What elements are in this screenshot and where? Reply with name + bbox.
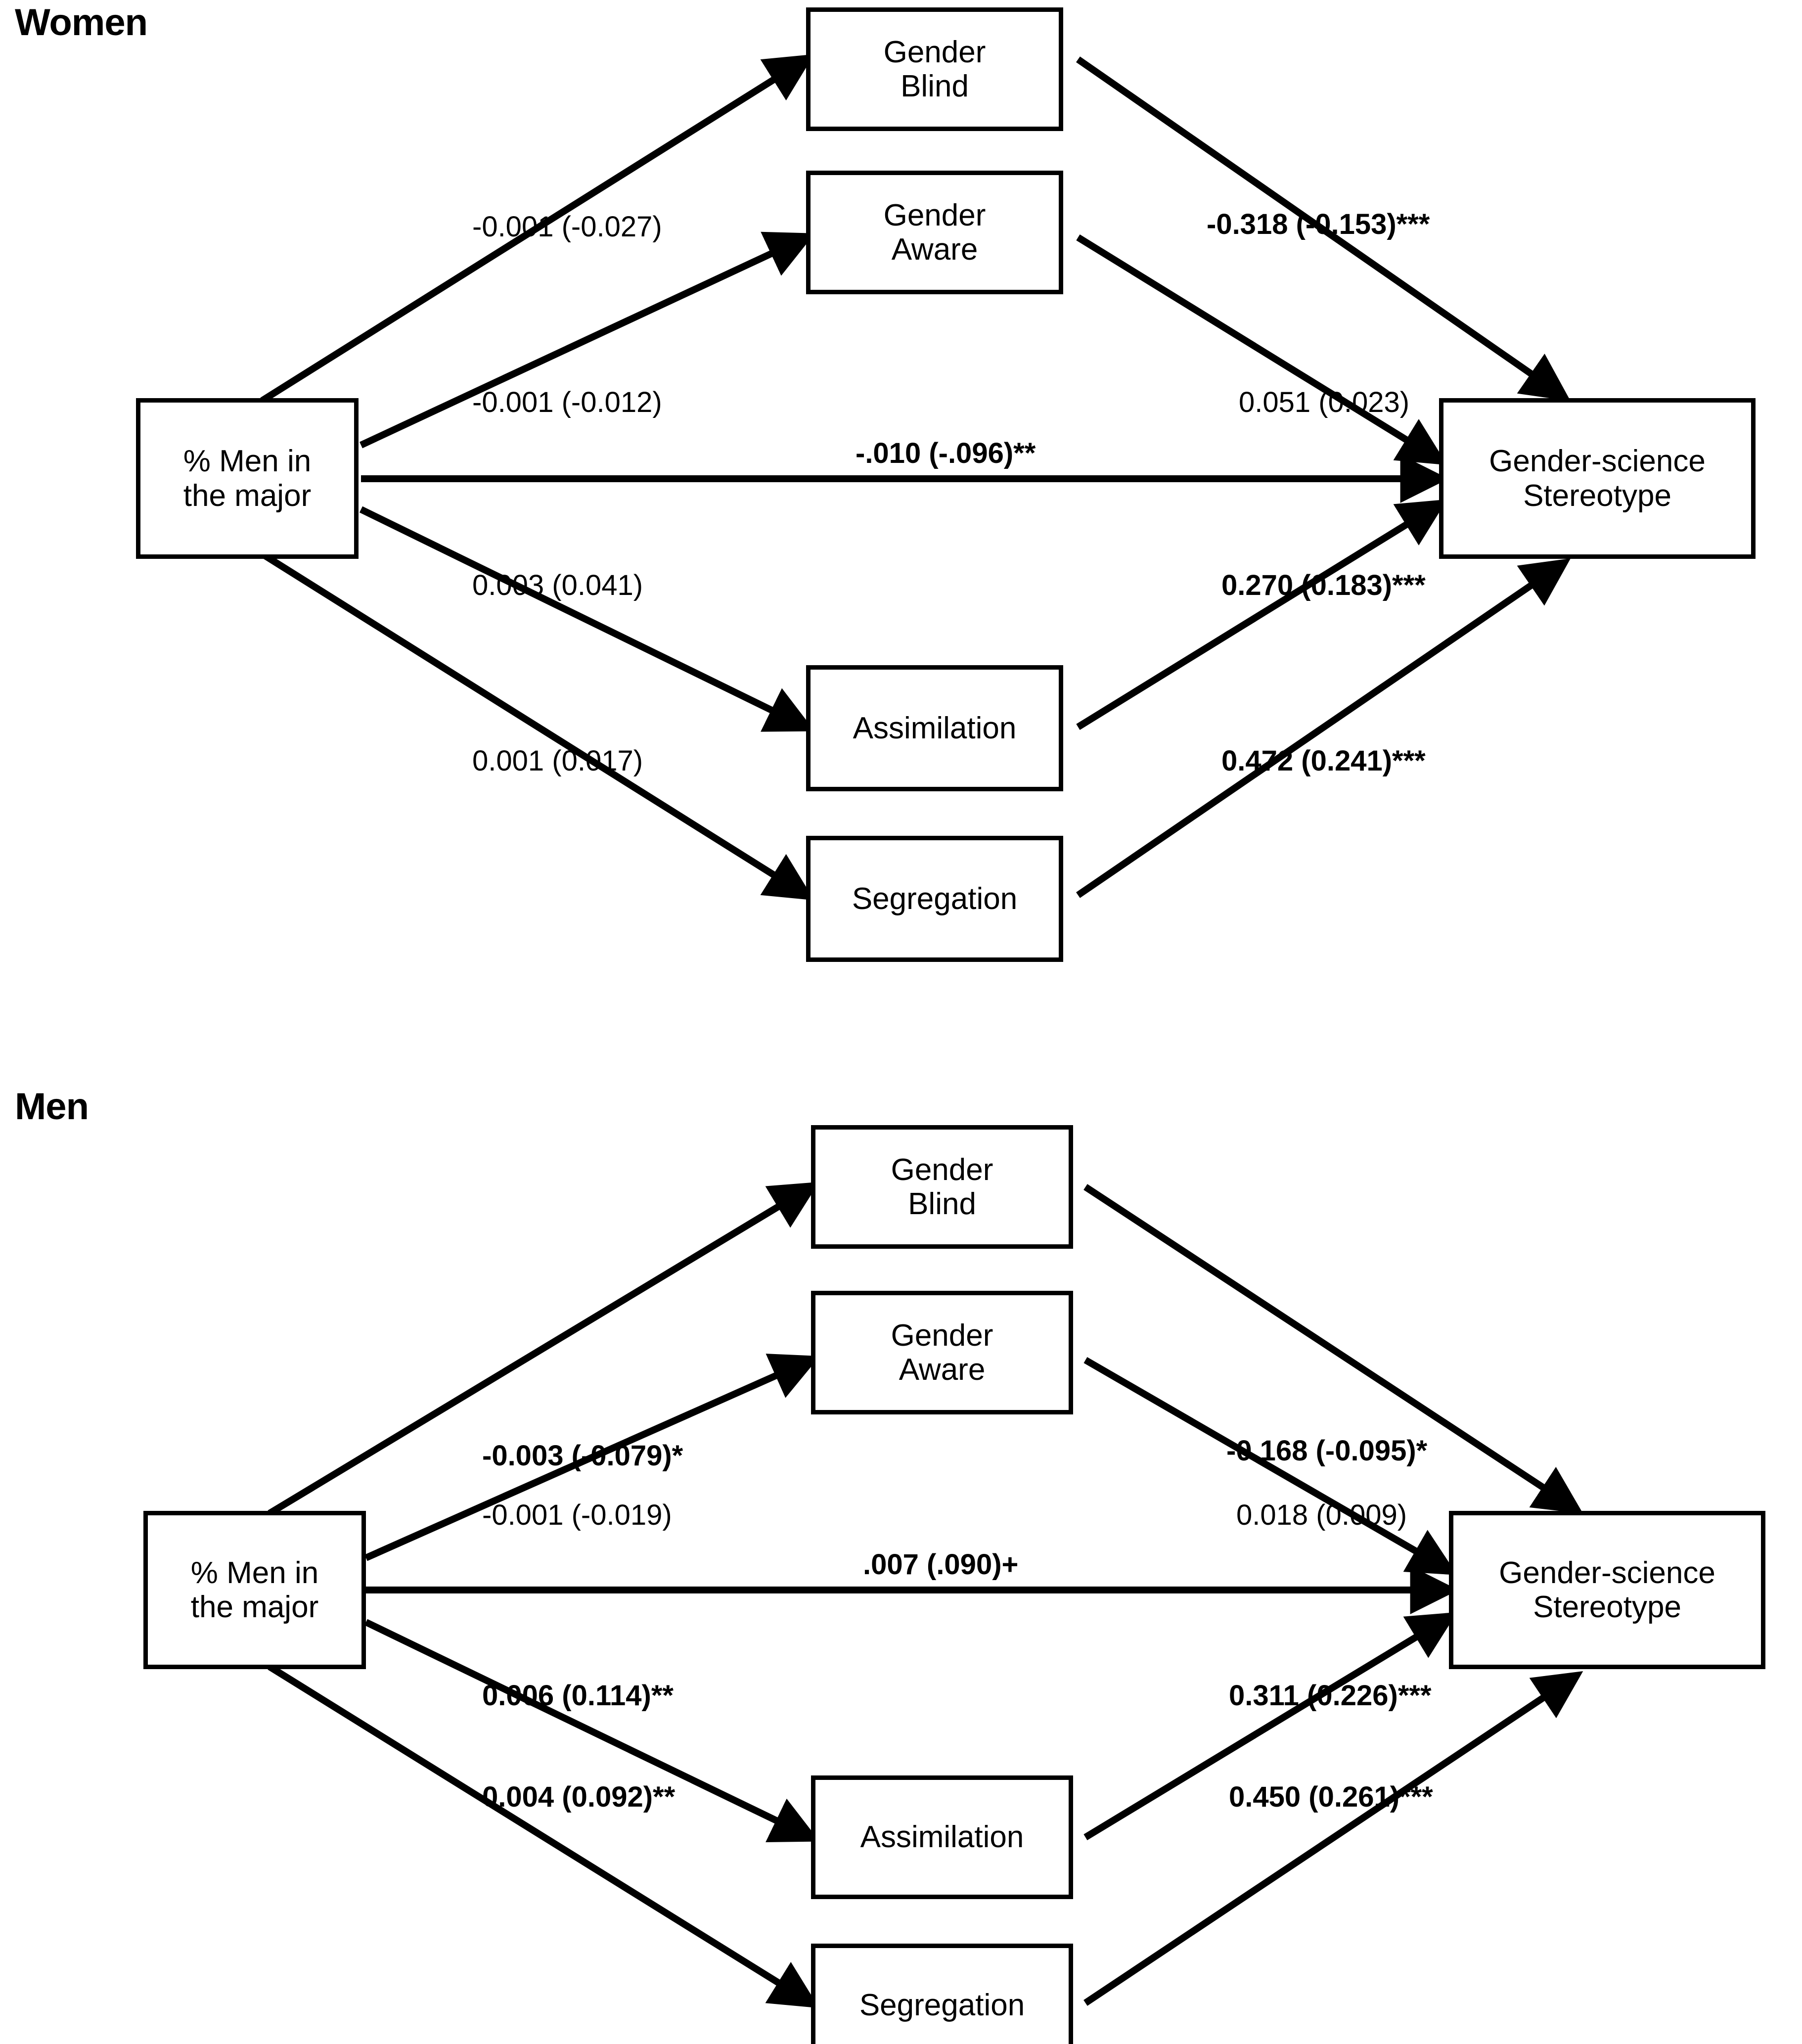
node-gender-blind-men[interactable]: Gender Blind: [811, 1125, 1073, 1249]
node-gender-aware-women[interactable]: Gender Aware: [806, 171, 1063, 294]
node-gender-aware-men-label: Gender Aware: [891, 1318, 993, 1387]
node-gender-blind-women-label: Gender Blind: [883, 35, 986, 103]
node-assimilation-women[interactable]: Assimilation: [806, 665, 1063, 791]
coef-direct-women: -.010 (-.096)**: [856, 437, 1036, 469]
node-segregation-men-label: Segregation: [859, 1988, 1025, 2023]
node-segregation-women[interactable]: Segregation: [806, 836, 1063, 962]
coef-x-to-genderaware-women: -0.001 (-0.012): [472, 386, 662, 418]
edge-x-to-assimilation: [359, 506, 815, 732]
node-outcome-women[interactable]: Gender-science Stereotype: [1439, 398, 1756, 559]
node-gender-blind-women[interactable]: Gender Blind: [806, 7, 1063, 131]
node-segregation-women-label: Segregation: [852, 881, 1018, 916]
coef-genderaware-to-y-women: 0.051 (0.023): [1239, 386, 1410, 418]
edge-segregation-to-y: [1083, 1671, 1583, 2006]
node-segregation-men[interactable]: Segregation: [811, 1944, 1073, 2044]
coef-genderaware-to-y-men: 0.018 (0.009): [1236, 1499, 1407, 1531]
node-outcome-men[interactable]: Gender-science Stereotype: [1449, 1511, 1765, 1669]
node-predictor-women-label: % Men in the major: [183, 444, 312, 513]
node-assimilation-women-label: Assimilation: [853, 711, 1017, 745]
panel-women: Women: [0, 0, 1802, 1019]
coef-x-to-segregation-men: 0.004 (0.092)**: [482, 1781, 676, 1813]
coef-genderblind-to-y-men: -0.168 (-0.095)*: [1226, 1435, 1428, 1467]
edge-x-to-segregation: [268, 1664, 819, 2008]
coef-x-to-genderblind-men: -0.003 (-0.079)*: [482, 1440, 683, 1472]
panel-men: Men % Men in the major: [0, 1019, 1802, 2044]
node-predictor-women[interactable]: % Men in the major: [136, 398, 359, 559]
edge-assimilation-to-y: [1076, 499, 1447, 730]
node-outcome-women-label: Gender-science Stereotype: [1489, 444, 1706, 513]
coef-assimilation-to-y-men: 0.311 (0.226)***: [1229, 1680, 1432, 1712]
coef-x-to-genderblind-women: -0.001 (-0.027): [472, 211, 662, 243]
coef-assimilation-to-y-women: 0.270 (0.183)***: [1221, 569, 1426, 601]
edge-segregation-to-y: [1076, 558, 1571, 898]
node-outcome-men-label: Gender-science Stereotype: [1499, 1555, 1715, 1624]
node-assimilation-men[interactable]: Assimilation: [811, 1775, 1073, 1899]
coef-genderblind-to-y-women: -0.318 (-0.153)***: [1207, 208, 1430, 240]
panel-title-men: Men: [15, 1086, 89, 1128]
coef-segregation-to-y-men: 0.450 (0.261)***: [1229, 1781, 1433, 1813]
edge-genderaware-to-y: [1076, 234, 1447, 465]
coef-x-to-assimilation-women: 0.003 (0.041): [472, 569, 643, 601]
edge-x-to-segregation: [260, 551, 814, 901]
coef-x-to-genderaware-men: -0.001 (-0.019): [482, 1499, 672, 1531]
node-gender-aware-women-label: Gender Aware: [883, 198, 986, 267]
coef-x-to-segregation-women: 0.001 (0.017): [472, 745, 643, 777]
node-predictor-men[interactable]: % Men in the major: [143, 1511, 366, 1669]
panel-title-women: Women: [15, 1, 148, 44]
node-assimilation-men-label: Assimilation: [860, 1820, 1024, 1855]
coef-x-to-assimilation-men: 0.006 (0.114)**: [482, 1680, 674, 1712]
node-gender-blind-men-label: Gender Blind: [891, 1152, 993, 1221]
coef-segregation-to-y-women: 0.472 (0.241)***: [1221, 745, 1426, 777]
node-gender-aware-men[interactable]: Gender Aware: [811, 1291, 1073, 1414]
coef-direct-men: .007 (.090)+: [863, 1548, 1019, 1581]
node-predictor-men-label: % Men in the major: [190, 1555, 319, 1624]
